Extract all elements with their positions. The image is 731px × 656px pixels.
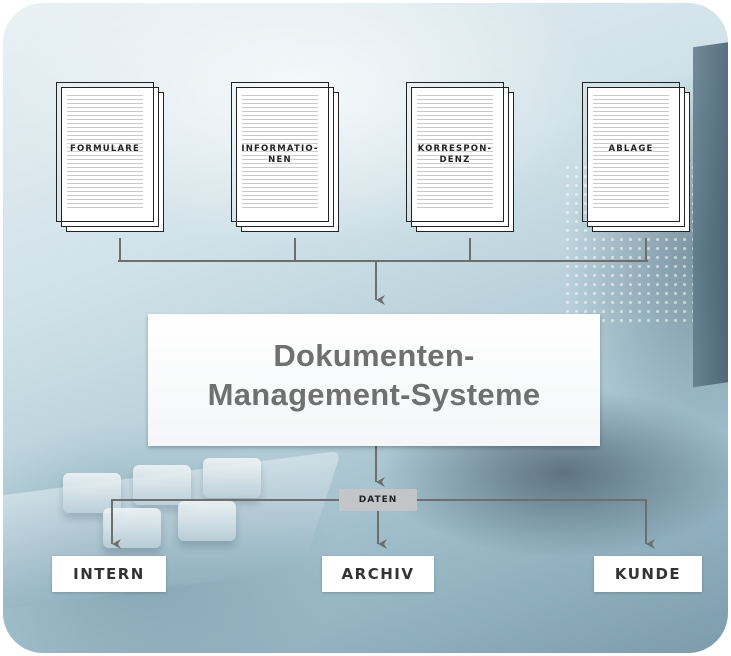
document-label-line2: DENZ	[439, 155, 471, 165]
dms-title-line2: Management-Systeme	[207, 377, 541, 412]
daten-label: DATEN	[339, 489, 417, 511]
background-key	[178, 501, 236, 541]
sheet-front	[231, 82, 329, 222]
document-label-line1: INFORMATIO-	[241, 144, 319, 154]
document-label: KORRESPON- DENZ	[406, 144, 504, 166]
document-label: INFORMATIO- NEN	[231, 144, 329, 166]
document-stack-formulare: FORMULARE	[56, 82, 164, 232]
document-stack-ablage: ABLAGE	[582, 82, 690, 232]
document-label-line2: NEN	[268, 155, 292, 165]
background-key	[133, 465, 191, 505]
sheet-front	[56, 82, 154, 222]
document-stack-korrespondenz: KORRESPON- DENZ	[406, 82, 514, 232]
document-label-line1: FORMULARE	[69, 144, 141, 154]
sheet-front	[406, 82, 504, 222]
document-label: ABLAGE	[582, 144, 680, 155]
output-archiv: ARCHIV	[322, 556, 434, 592]
output-kunde: KUNDE	[594, 556, 702, 592]
document-label-line1: ABLAGE	[608, 144, 654, 154]
dms-title-line1: Dokumenten-	[273, 338, 475, 373]
document-stack-informationen: INFORMATIO- NEN	[231, 82, 339, 232]
sheet-front	[582, 82, 680, 222]
dms-box: Dokumenten- Management-Systeme	[148, 314, 600, 446]
document-label: FORMULARE	[56, 144, 154, 155]
output-intern: INTERN	[52, 556, 166, 592]
background-key	[203, 458, 261, 498]
document-label-line1: KORRESPON-	[417, 144, 493, 154]
